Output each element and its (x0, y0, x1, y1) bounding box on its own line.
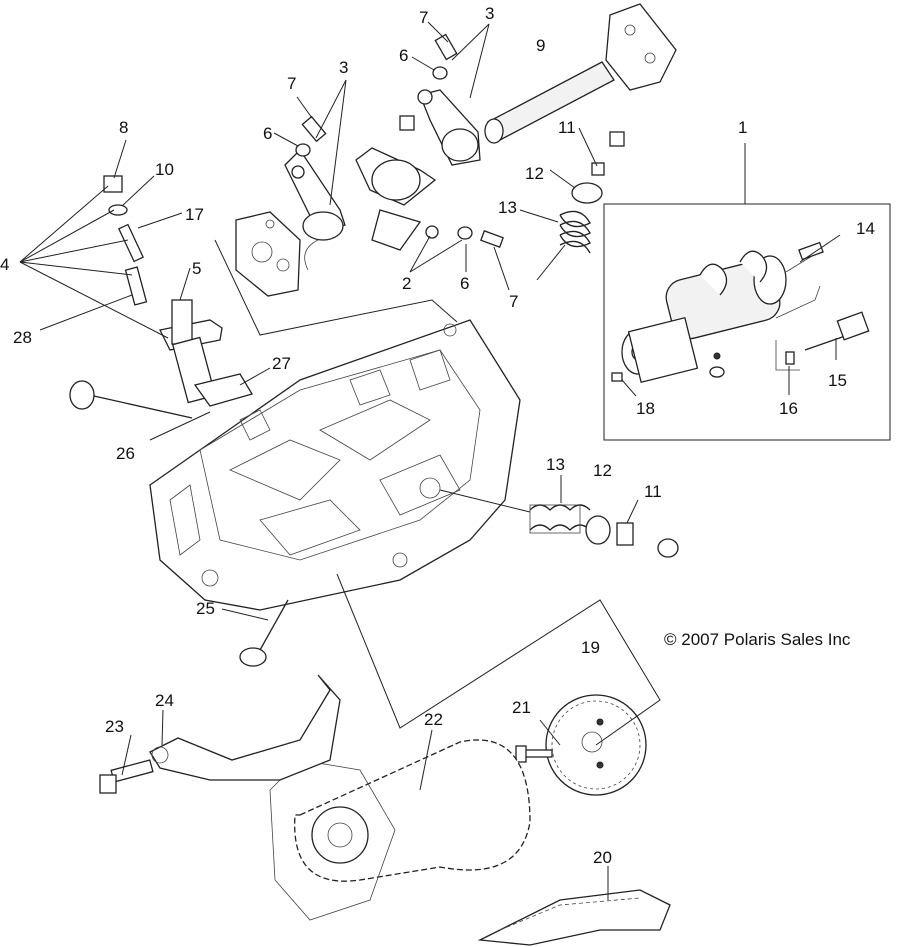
callout-12-right: 12 (593, 461, 612, 480)
callout-7-left: 7 (287, 74, 296, 93)
keeper-11a (591, 162, 605, 176)
adjusters (295, 33, 504, 248)
callout-10: 10 (155, 160, 174, 179)
callout-24: 24 (155, 691, 174, 710)
decompression-shaft (804, 311, 870, 351)
callout-8: 8 (119, 118, 128, 137)
callout-12-top: 12 (525, 164, 544, 183)
callout-18: 18 (636, 399, 655, 418)
callout-15: 15 (828, 371, 847, 390)
tensioner-assembly (103, 175, 223, 404)
callout-27: 27 (272, 354, 291, 373)
callout-26: 26 (116, 444, 135, 463)
callout-6-center: 6 (460, 274, 469, 293)
callout-3-left: 3 (339, 58, 348, 77)
callout-11-right: 11 (644, 482, 662, 501)
cylinder-head (149, 319, 521, 611)
callout-7-top: 7 (419, 8, 428, 27)
camshaft (621, 241, 824, 384)
callout-5: 5 (192, 259, 201, 278)
callout-20: 20 (593, 848, 612, 867)
rocker-shaft (484, 3, 677, 144)
copyright-notice: © 2007 Polaris Sales Inc (664, 630, 851, 649)
cam-tower-left (235, 211, 301, 297)
valve-intake (69, 380, 193, 419)
callout-19: 19 (581, 638, 600, 657)
tensioner-blade (149, 674, 341, 781)
leader-lines (19, 21, 639, 900)
callout-25: 25 (196, 599, 215, 618)
gasket (193, 373, 253, 407)
callout-3-top: 3 (485, 4, 494, 23)
callout-4: 4 (0, 255, 9, 274)
valve-exhaust (239, 599, 289, 667)
guide-bolt (99, 759, 154, 794)
callout-28: 28 (13, 328, 32, 347)
sprocket-bolt (515, 745, 553, 763)
bearing-washer (709, 366, 725, 378)
callout-6-left: 6 (263, 124, 272, 143)
rocker-arm-right (399, 89, 481, 166)
callout-13-top: 13 (498, 198, 517, 217)
rocker-arm-left (284, 148, 346, 271)
callout-13-right: 13 (546, 455, 565, 474)
callout-21: 21 (512, 698, 531, 717)
callout-22: 22 (424, 710, 443, 729)
callout-11-top: 11 (558, 118, 576, 137)
callout-2: 2 (402, 274, 411, 293)
callout-9: 9 (536, 36, 545, 55)
chain-guide (477, 889, 671, 946)
callout-1: 1 (738, 118, 747, 137)
camshaft-inset (603, 143, 891, 441)
callout-23: 23 (105, 717, 124, 736)
callout-7-center: 7 (509, 292, 518, 311)
dowel-pin (611, 372, 623, 382)
retainer-12a (571, 182, 603, 204)
inset-frame (603, 203, 891, 441)
callout-17: 17 (185, 205, 204, 224)
callout-6-top: 6 (399, 46, 408, 65)
valve-spring-top (559, 131, 625, 254)
spring-pin (785, 351, 795, 365)
callout-14: 14 (856, 219, 875, 238)
rocker-arm-center (355, 147, 439, 251)
callout-16: 16 (779, 399, 798, 418)
valve-spring-right (439, 489, 679, 558)
callout-labels: 7 3 6 9 7 3 6 8 10 17 4 5 28 11 12 13 2 … (0, 4, 875, 867)
